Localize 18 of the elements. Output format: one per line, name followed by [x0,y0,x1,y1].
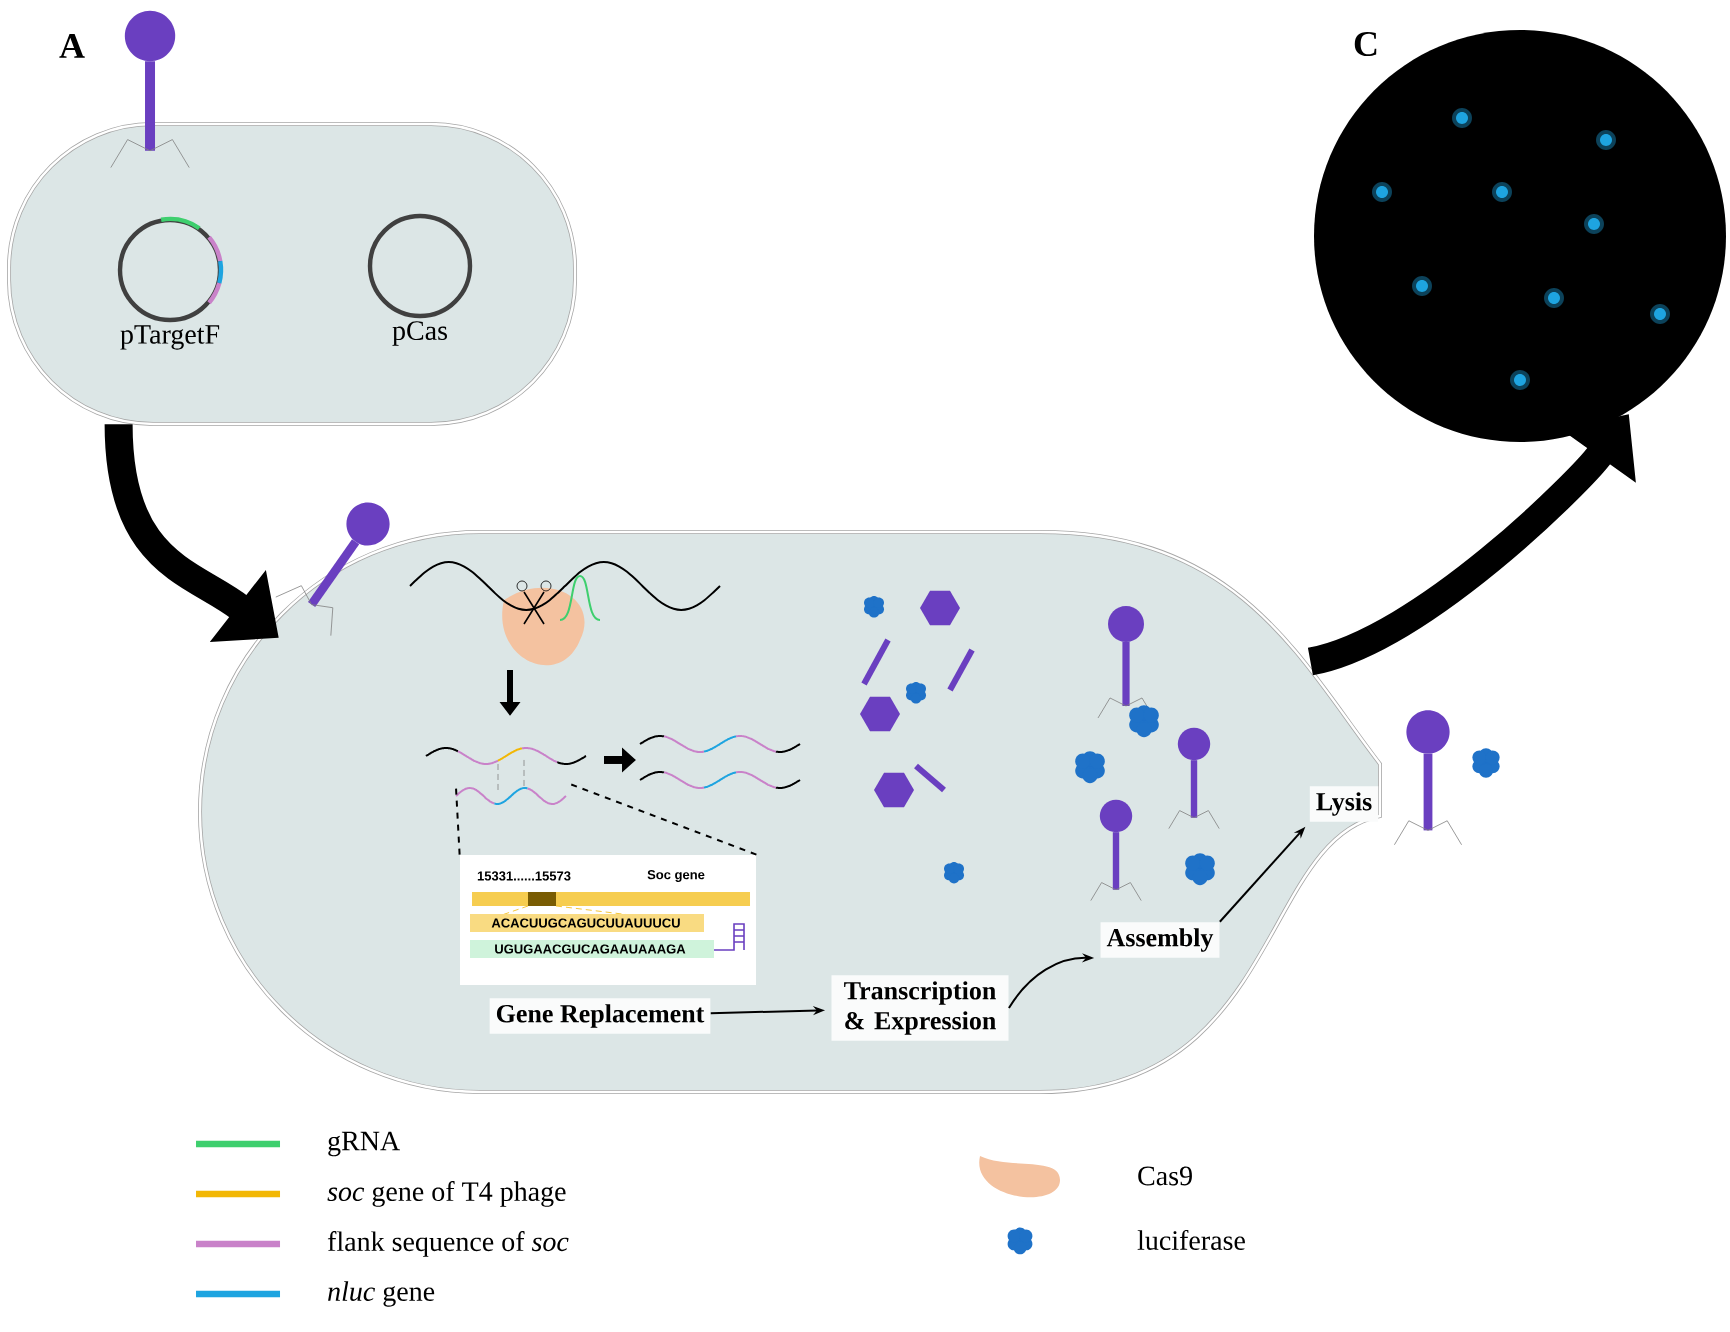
plate-drawing [1314,30,1726,442]
legend-text: luciferase [1137,1229,1245,1250]
panel-letter: A [59,34,85,58]
leader-line [455,786,461,856]
cell-drawing [7,122,577,426]
legend-text: nluc gene [328,1281,435,1307]
legend-text: flank sequence of soc [327,1231,569,1257]
process-label: Assembly [1100,922,1220,958]
process-label: Transcription & Expression [831,975,1009,1041]
process-label: Lysis [1309,786,1379,822]
process-label: Gene Replacement [489,998,711,1034]
legend-text: soc gene of T4 phage [327,1181,566,1207]
node-label: pCas [392,321,447,346]
node-label: pTargetF [120,325,220,350]
legend-text: gRNA [328,1131,400,1157]
leader-line [569,783,758,856]
legend-text: Cas9 [1138,1166,1192,1186]
panel-letter: C [1354,31,1377,57]
